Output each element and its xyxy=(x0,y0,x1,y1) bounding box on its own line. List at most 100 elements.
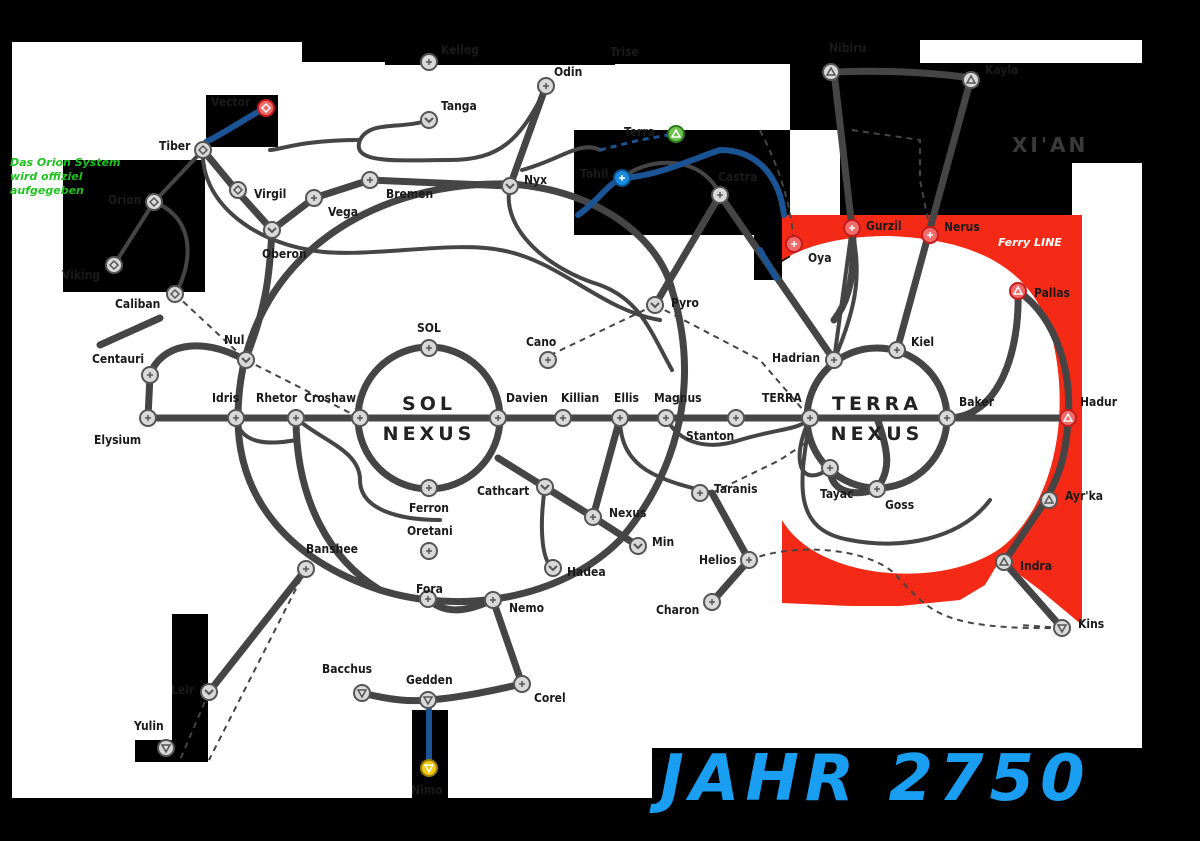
station-elysium[interactable] xyxy=(139,409,157,427)
station-orion[interactable] xyxy=(145,193,163,211)
station-bremen[interactable] xyxy=(361,171,379,189)
station-corel[interactable] xyxy=(513,675,531,693)
station-centauri[interactable] xyxy=(141,366,159,384)
plus-icon xyxy=(894,347,900,353)
station-label-centauri: Centauri xyxy=(92,352,144,366)
station-nibiru[interactable] xyxy=(822,63,840,81)
station-oretani[interactable] xyxy=(420,542,438,560)
station-label-pyro: Pyro xyxy=(671,296,699,310)
plus-icon xyxy=(426,548,432,554)
station-label-nul: Nul xyxy=(224,333,244,347)
station-tayac[interactable] xyxy=(821,459,839,477)
station-kins[interactable] xyxy=(1053,619,1071,637)
station-kayla[interactable] xyxy=(962,71,980,89)
station-yulin[interactable] xyxy=(157,739,175,757)
plus-icon xyxy=(697,490,703,496)
station-magnus[interactable] xyxy=(657,409,675,427)
triangle-down-icon xyxy=(356,689,368,699)
dashed-routes xyxy=(174,129,1063,761)
station-label-hadrian: Hadrian xyxy=(772,351,820,365)
station-virgil[interactable] xyxy=(229,181,247,199)
station-kellog[interactable] xyxy=(420,53,438,71)
station-label-trise: Trise xyxy=(610,45,639,59)
station-label-tanga: Tanga xyxy=(441,99,477,113)
station-marker-leir xyxy=(200,683,218,701)
station-hadur[interactable] xyxy=(1059,409,1077,427)
station-nyx[interactable] xyxy=(501,177,519,195)
station-hadea[interactable] xyxy=(544,559,562,577)
station-label-nemo: Nemo xyxy=(509,601,544,615)
station-bacchus[interactable] xyxy=(353,684,371,702)
chevron-icon xyxy=(650,302,660,309)
station-taranis[interactable] xyxy=(691,484,709,502)
station-terra_north[interactable] xyxy=(667,125,685,143)
station-helios[interactable] xyxy=(740,551,758,569)
chevron-icon xyxy=(424,117,434,124)
station-ellis[interactable] xyxy=(611,409,629,427)
station-ayrka[interactable] xyxy=(1040,491,1058,509)
triangle-down-icon xyxy=(160,744,172,754)
station-davien[interactable] xyxy=(489,409,507,427)
station-croshaw[interactable] xyxy=(351,409,369,427)
station-label-gurzil: Gurzil xyxy=(866,219,902,233)
station-oya[interactable] xyxy=(785,235,803,253)
station-oberon[interactable] xyxy=(263,221,281,239)
station-leir[interactable] xyxy=(200,683,218,701)
diamond-icon xyxy=(148,196,160,208)
station-cano[interactable] xyxy=(539,351,557,369)
station-castra[interactable] xyxy=(711,186,729,204)
station-banshee[interactable] xyxy=(297,560,315,578)
station-sol[interactable] xyxy=(420,339,438,357)
station-nemo[interactable] xyxy=(484,591,502,609)
station-tohil[interactable] xyxy=(613,169,631,187)
station-marker-pallas xyxy=(1009,282,1027,300)
station-nul[interactable] xyxy=(237,351,255,369)
station-tiber[interactable] xyxy=(194,141,212,159)
station-fora[interactable] xyxy=(419,590,437,608)
station-vector[interactable] xyxy=(257,99,275,117)
plus-icon xyxy=(874,486,880,492)
station-ferron[interactable] xyxy=(420,479,438,497)
station-pallas[interactable] xyxy=(1009,282,1027,300)
station-label-stanton: Stanton xyxy=(686,429,734,443)
station-charon[interactable] xyxy=(703,593,721,611)
station-rhetor[interactable] xyxy=(287,409,305,427)
station-tanga[interactable] xyxy=(420,111,438,129)
station-min[interactable] xyxy=(629,537,647,555)
station-terra[interactable] xyxy=(801,409,819,427)
plus-icon xyxy=(145,415,151,421)
station-label-viking: Viking xyxy=(62,268,100,282)
station-nimo[interactable] xyxy=(420,759,438,777)
station-marker-virgil xyxy=(229,181,247,199)
station-gedden[interactable] xyxy=(419,691,437,709)
station-baker[interactable] xyxy=(938,409,956,427)
station-stanton[interactable] xyxy=(727,409,745,427)
station-odin[interactable] xyxy=(537,77,555,95)
station-label-bremen: Bremen xyxy=(386,187,433,201)
station-pyro[interactable] xyxy=(646,296,664,314)
station-indra[interactable] xyxy=(995,553,1013,571)
plus-icon xyxy=(311,195,317,201)
station-caliban[interactable] xyxy=(166,285,184,303)
station-viking[interactable] xyxy=(105,256,123,274)
station-goss[interactable] xyxy=(868,480,886,498)
station-vega[interactable] xyxy=(305,189,323,207)
station-hadrian[interactable] xyxy=(825,351,843,369)
station-label-sol: SOL xyxy=(417,321,441,335)
station-label-nyx: Nyx xyxy=(524,173,547,187)
station-marker-nul xyxy=(237,351,255,369)
station-gurzil[interactable] xyxy=(843,219,861,237)
plus-icon xyxy=(709,599,715,605)
plus-icon xyxy=(147,372,153,378)
station-idris[interactable] xyxy=(227,409,245,427)
station-cathcart[interactable] xyxy=(536,478,554,496)
ferry-zone: Ferry LINE xyxy=(782,215,1082,625)
station-kiel[interactable] xyxy=(888,341,906,359)
station-label-ellis: Ellis xyxy=(614,391,639,405)
station-nexus[interactable] xyxy=(584,508,602,526)
station-nerus[interactable] xyxy=(921,226,939,244)
station-marker-orion xyxy=(145,193,163,211)
station-killian[interactable] xyxy=(554,409,572,427)
